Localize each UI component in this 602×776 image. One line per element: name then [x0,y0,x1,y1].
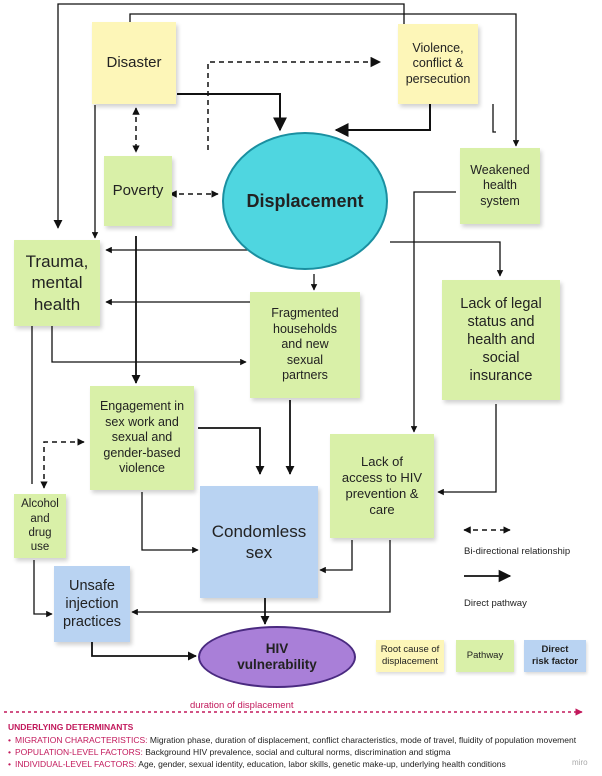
node-violence: Violence, conflict & persecution [398,24,478,104]
arrow-unsafe-to-hiv [91,640,197,661]
legend-direct-label: Direct pathway [464,598,527,609]
arrow-engagement-to-condomless-lower [141,492,199,554]
node-displacement: Displacement [222,132,388,270]
arrow-violence-to-trauma [53,3,405,229]
node-poverty: Poverty [104,156,172,226]
node-trauma-mental-health: Trauma, mental health [14,240,100,326]
legend-direct-risk: Direct risk factor [524,640,586,672]
legend-pathway: Pathway [456,640,514,672]
determinant-individual: •INDIVIDUAL-LEVEL FACTORS: Age, gender, … [8,759,506,769]
arrow-disaster-to-weakened [129,13,520,147]
node-lack-of-access-hiv: Lack of access to HIV prevention & care [330,434,434,538]
node-fragmented-households: Fragmented households and new sexual par… [250,292,360,398]
miro-watermark: miro [572,758,588,767]
node-condomless-sex: Condomless sex [200,486,318,598]
arrow-violence-to-weakened [492,104,496,133]
arrow-weakened-to-lackaccess [410,191,456,433]
determinant-migration: •MIGRATION CHARACTERISTICS: Migration ph… [8,735,577,745]
node-weakened-health-system: Weakened health system [460,148,540,224]
node-alcohol-drug-use: Alcohol and drug use [14,494,66,558]
node-hiv-vulnerability: HIV vulnerability [198,626,356,688]
arrow-legal-to-lackaccess [437,404,497,496]
arrow-violence-to-displacement [334,104,431,137]
node-engagement-sex-work: Engagement in sex work and sexual and ge… [90,386,194,490]
bidir-poverty-violence [207,56,382,150]
node-lack-of-legal-status: Lack of legal status and health and soci… [442,280,560,400]
node-disaster: Disaster [92,22,176,104]
legend-root-cause: Root cause of displacement [376,640,444,672]
arrow-engagement-to-condomless [198,427,265,475]
arrow-lackaccess-to-condomless [319,540,353,574]
determinant-population: •POPULATION-LEVEL FACTORS: Background HI… [8,747,451,757]
duration-label: duration of displacement [190,700,294,711]
arrow-alcohol-to-unsafe [33,560,53,618]
arrow-disaster-to-displacement [177,93,287,132]
arrow-trauma-to-fragmented [51,326,247,366]
bidir-engagement-alcohol [40,438,85,489]
determinants-heading: UNDERLYING DETERMINANTS [8,722,134,732]
legend-bidirectional-label: Bi-directional relationship [464,546,571,557]
arrow-lackaccess-to-unsafe [131,540,391,616]
node-unsafe-injection: Unsafe injection practices [54,566,130,642]
arrow-displacement-to-legal [390,241,504,277]
